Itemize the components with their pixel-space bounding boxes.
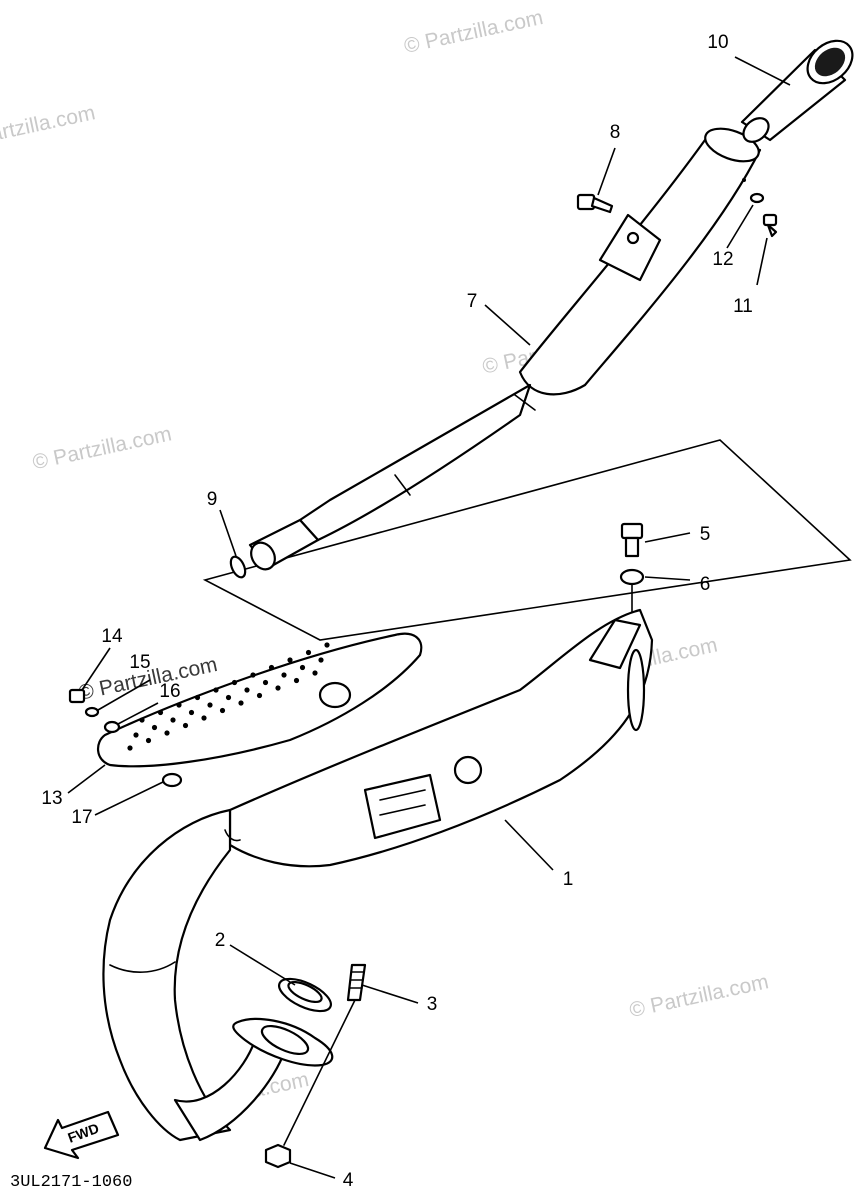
grommet-17	[161, 772, 183, 788]
callout-17: 17	[71, 807, 92, 828]
watermark-2: © Partzilla.com	[402, 6, 545, 58]
callout-15: 15	[129, 652, 150, 673]
perforation-hole	[170, 717, 176, 723]
callout-7: 7	[467, 291, 478, 312]
muffler-body	[102, 608, 654, 1142]
perforation-hole	[127, 745, 133, 751]
callout-13: 13	[41, 788, 62, 809]
spring-washer-15	[84, 706, 100, 718]
perforation-hole	[262, 679, 269, 686]
perforation-hole	[238, 700, 244, 706]
callout-14: 14	[101, 626, 123, 647]
perforation-hole	[256, 692, 263, 699]
perforation-hole	[213, 687, 219, 693]
perforation-hole	[318, 657, 324, 663]
perforation-hole	[219, 707, 226, 714]
perforation-hole	[182, 722, 189, 729]
nut-4	[264, 1143, 292, 1169]
gasket-9	[229, 555, 247, 579]
washer-6	[619, 568, 645, 586]
perforation-hole	[188, 709, 195, 716]
perforation-hole	[225, 694, 232, 701]
perforation-hole	[151, 724, 158, 731]
perforation-hole	[324, 642, 330, 648]
perforation-hole	[287, 657, 293, 663]
perforation-hole	[207, 702, 213, 708]
gasket-2	[278, 977, 332, 1013]
heat-shield-holes	[127, 642, 330, 751]
callout-2: 2	[215, 930, 226, 951]
perforation-hole	[244, 687, 250, 693]
perforation-hole	[194, 694, 201, 701]
perforation-hole	[305, 649, 312, 656]
small-pin	[742, 178, 746, 182]
callout-4: 4	[343, 1170, 354, 1191]
watermark-8: © Partzilla.com	[627, 970, 770, 1022]
perforation-hole	[231, 679, 238, 686]
diagram-code: 3UL2171-1060	[10, 1173, 132, 1192]
callout-3: 3	[427, 994, 438, 1015]
forward-direction-arrow: FWD	[43, 1110, 120, 1160]
bolt-8	[576, 193, 614, 214]
callout-5: 5	[700, 524, 711, 545]
heat-shield-13	[97, 632, 423, 768]
perforation-hole	[275, 685, 281, 691]
perforation-hole	[145, 737, 152, 744]
perforation-hole	[201, 715, 207, 721]
perforation-hole	[164, 730, 170, 736]
tailpipe-end	[740, 39, 854, 143]
stud-axis	[283, 999, 356, 1146]
perforation-hole	[157, 709, 164, 716]
callout-6: 6	[700, 574, 711, 595]
callout-12: 12	[712, 249, 733, 270]
screw-11	[762, 213, 778, 238]
silencer-tailpipe	[248, 127, 762, 571]
callout-9: 9	[207, 489, 218, 510]
watermark-1: © Partzilla.com	[0, 101, 97, 153]
perforation-hole	[293, 677, 300, 684]
bolt-14	[68, 688, 86, 704]
leader-lines	[67, 56, 791, 1179]
perforation-hole	[133, 732, 139, 738]
callout-10: 10	[707, 32, 728, 53]
perforation-hole	[281, 672, 287, 678]
washer-16	[103, 720, 121, 734]
stud-3	[346, 963, 367, 1002]
perforation-hole	[312, 670, 318, 676]
callout-labels: 1 2 3 4 5 6 7 8 9 10 11 12 13 14 15 16 1…	[41, 32, 752, 1191]
perforation-hole	[250, 672, 256, 678]
exhaust-flange	[232, 1017, 334, 1067]
perforation-hole	[176, 702, 182, 708]
watermark-3: © Partzilla.com	[30, 422, 173, 474]
callout-16: 16	[159, 681, 180, 702]
callout-1: 1	[563, 869, 574, 890]
assembly-outline	[202, 439, 852, 641]
washer-12	[749, 192, 765, 204]
perforation-hole	[299, 664, 306, 671]
perforation-hole	[268, 664, 275, 671]
perforation-hole	[139, 717, 145, 723]
callout-11: 11	[733, 296, 753, 317]
bolt-5	[620, 522, 644, 558]
callout-8: 8	[610, 122, 621, 143]
